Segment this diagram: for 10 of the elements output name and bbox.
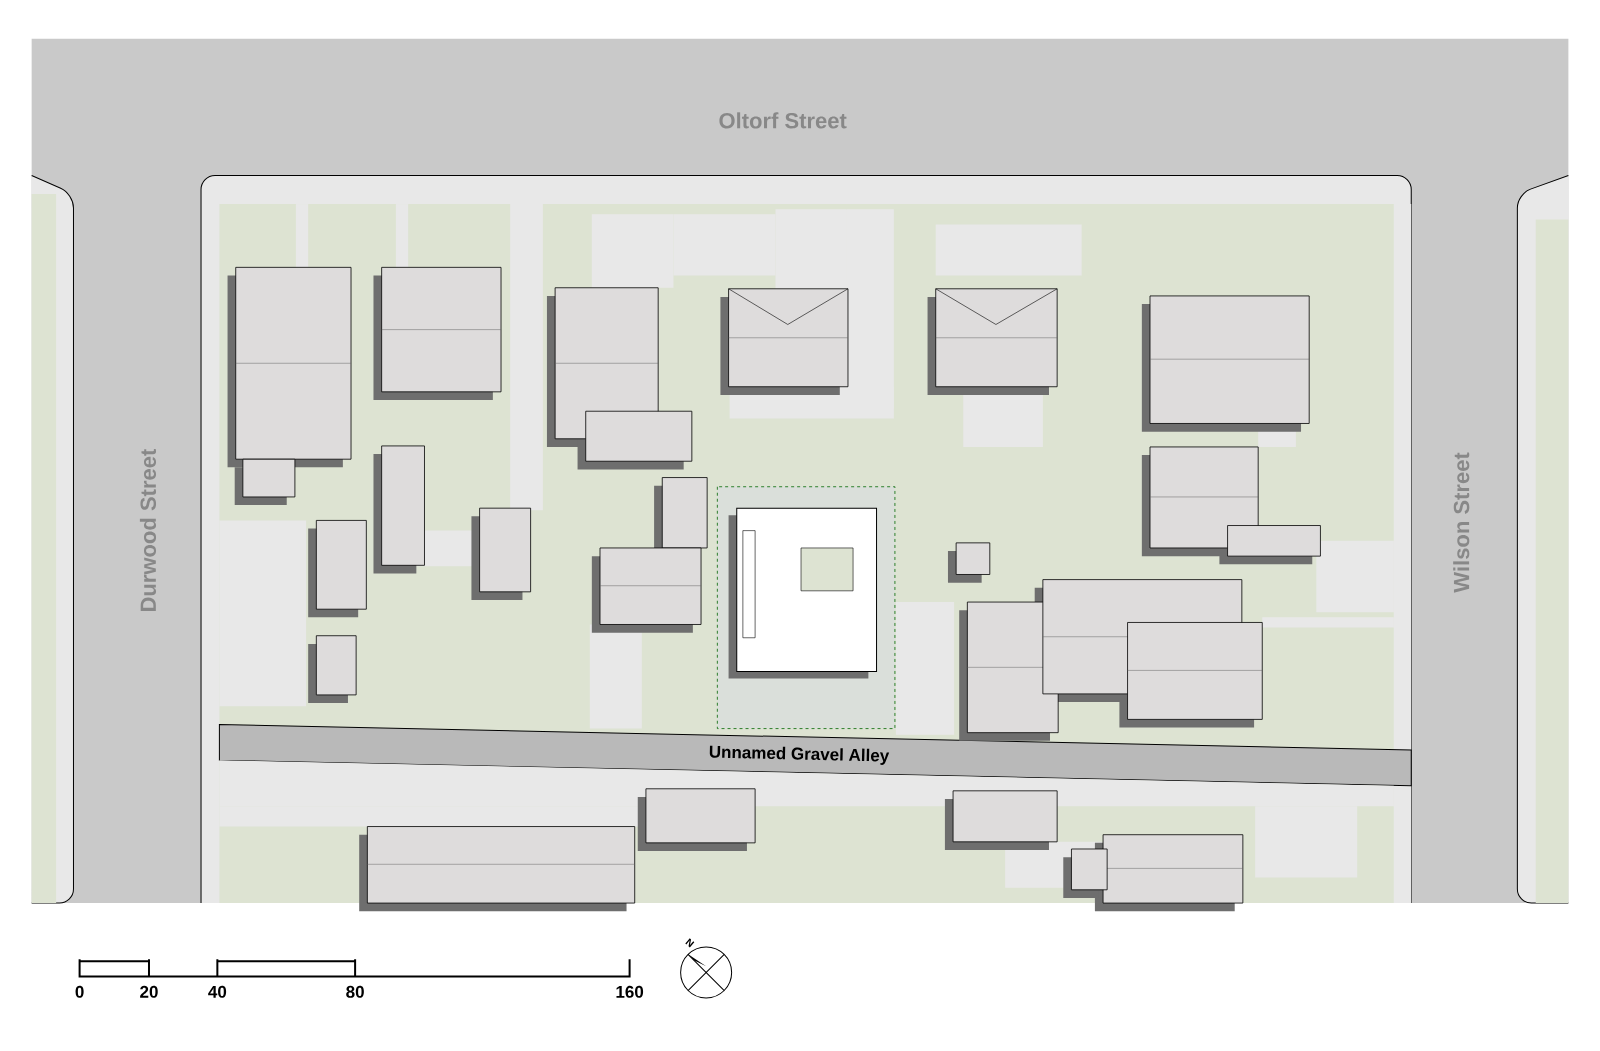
street-label: Wilson Street	[1453, 452, 1470, 593]
scale-label: 80	[346, 985, 364, 998]
street-label: Durwood Street	[139, 449, 157, 612]
scale-label: 20	[140, 985, 158, 998]
street-label: Oltorf Street	[719, 112, 847, 129]
north-label: N	[685, 938, 695, 948]
scale-label: 160	[616, 985, 644, 998]
scale-label: 40	[208, 985, 227, 998]
street-label: Unnamed Gravel Alley	[709, 745, 890, 765]
scale-label: 0	[75, 985, 84, 998]
